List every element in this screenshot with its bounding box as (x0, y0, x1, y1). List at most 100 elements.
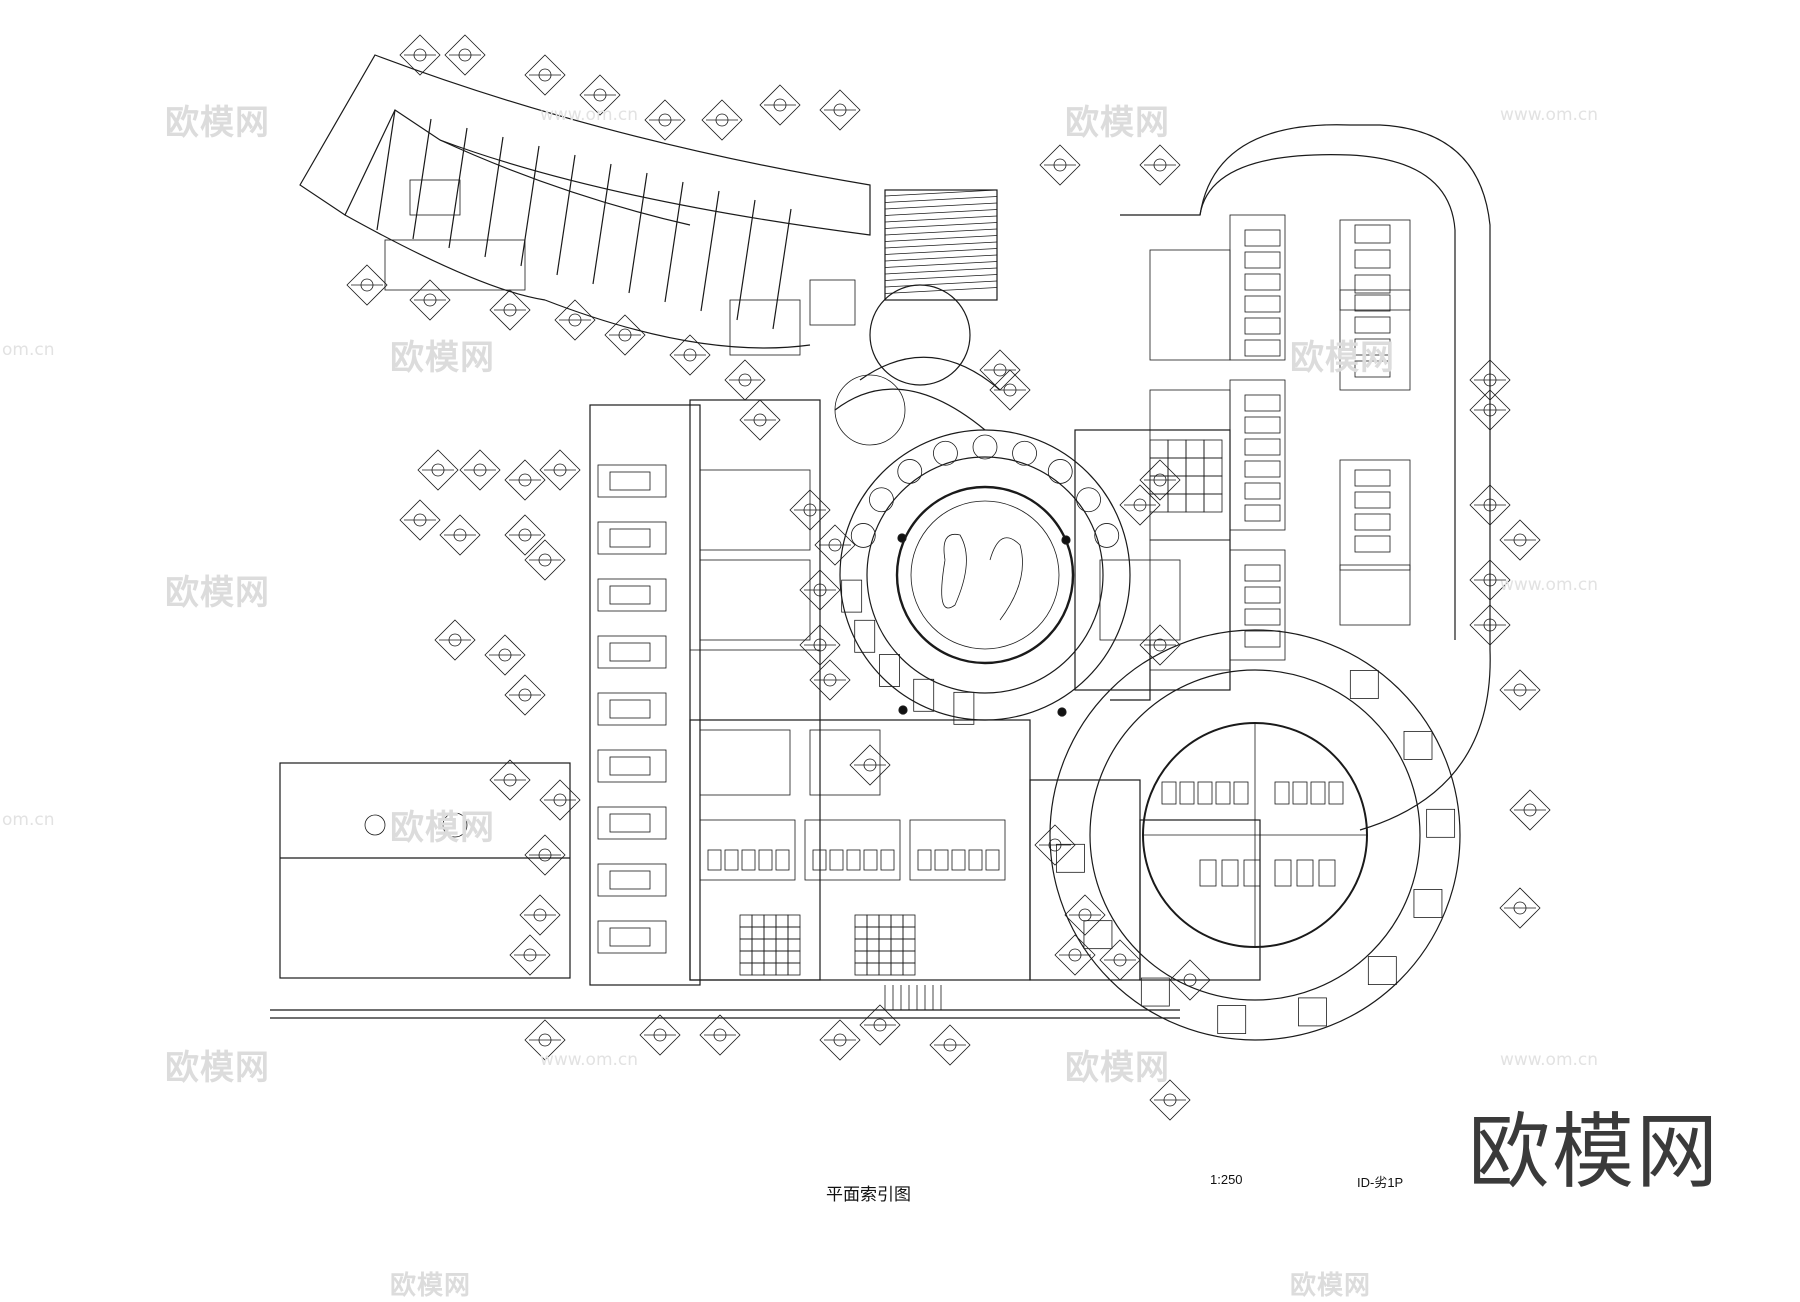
index-tag-diamond (799, 569, 841, 611)
index-tag-diamond (346, 264, 388, 306)
tub-room (597, 521, 667, 555)
watermark-url-5: www.om.cn (1500, 1050, 1599, 1070)
east-bed (1244, 630, 1281, 648)
tile-grid (878, 962, 892, 976)
watermark-url-1: www.om.cn (540, 105, 639, 125)
se-bed (1296, 859, 1314, 887)
index-tag-diamond (699, 1014, 741, 1056)
east-bed (1244, 438, 1281, 456)
index-tag-circle (498, 648, 512, 662)
index-tag-diamond (1469, 484, 1511, 526)
index-tag-circle (503, 773, 517, 787)
tub-room (597, 578, 667, 612)
massage-bed (934, 849, 949, 871)
index-tag-diamond (989, 369, 1031, 411)
index-tag-circle (448, 633, 462, 647)
room-left-c (689, 649, 821, 721)
tile-grid (751, 962, 765, 976)
index-tag-circle (1078, 908, 1092, 922)
watermark-brand-10: 欧模网 (1290, 1271, 1372, 1301)
tile-grid (751, 914, 765, 928)
room-top-wing-a (384, 239, 526, 291)
column-dot (1057, 707, 1067, 717)
index-tag-diamond (669, 334, 711, 376)
tile-grid (854, 950, 868, 964)
index-tag-circle (1153, 158, 1167, 172)
tile-grid (902, 938, 916, 952)
se-rotunda-outer (1049, 629, 1461, 1041)
massage-bed (707, 849, 722, 871)
index-tag-circle (833, 1033, 847, 1047)
index-tag-diamond (979, 349, 1021, 391)
hatched-roof-block (884, 189, 998, 301)
top-wing-partition (556, 154, 576, 276)
drawing-title: 平面索引图 (826, 1185, 911, 1205)
mid-east-tile (1185, 439, 1205, 459)
pool-logo-right (989, 537, 1023, 621)
east-room-a (1149, 249, 1231, 361)
east-room-e (1339, 219, 1411, 311)
index-tag-diamond (539, 779, 581, 821)
tile-grid (739, 938, 753, 952)
massage-bed (951, 849, 966, 871)
index-tag-circle (1483, 373, 1497, 387)
index-tag-circle (683, 348, 697, 362)
top-wing-partition (448, 127, 468, 249)
massage-bed (758, 849, 773, 871)
index-tag-diamond (724, 359, 766, 401)
index-tag-diamond (1139, 459, 1181, 501)
top-wing-partition (772, 208, 792, 330)
massage-bed (741, 849, 756, 871)
tile-grid (751, 950, 765, 964)
east-bed (1354, 338, 1391, 356)
index-tag-circle (453, 528, 467, 542)
index-tag-circle (1163, 1093, 1177, 1107)
watermark-brand-9: 欧模网 (390, 1271, 472, 1301)
roof-hatch-line (884, 254, 998, 262)
index-tag-diamond (524, 54, 566, 96)
index-tag-circle (828, 538, 842, 552)
east-bed (1354, 274, 1391, 294)
roof-hatch-line (884, 248, 998, 255)
rotunda-arch (1012, 440, 1037, 466)
index-tag-diamond (701, 99, 743, 141)
tile-grid (763, 962, 777, 976)
tile-grid (878, 938, 892, 952)
east-bed (1244, 394, 1281, 412)
index-tag-diamond (809, 659, 851, 701)
index-tag-diamond (1039, 144, 1081, 186)
east-bed (1354, 249, 1391, 269)
east-bed (1244, 251, 1281, 269)
roof-hatch-line (884, 189, 998, 197)
index-tag-diamond (859, 1004, 901, 1046)
massage-room (699, 819, 796, 881)
index-tag-diamond (1469, 359, 1511, 401)
se-bed (1274, 781, 1290, 805)
index-tag-diamond (1469, 389, 1511, 431)
index-tag-circle (593, 88, 607, 102)
tub (609, 870, 651, 890)
roof-hatch-line (884, 235, 998, 242)
index-tag-diamond (929, 1024, 971, 1066)
index-tag-circle (1053, 158, 1067, 172)
east-bed (1244, 317, 1281, 335)
tile-grid (866, 914, 880, 928)
index-tag-circle (813, 583, 827, 597)
index-tag-diamond (1499, 887, 1541, 929)
east-room-d (1229, 549, 1286, 661)
index-tag-circle (473, 463, 487, 477)
east-room-b (1229, 214, 1286, 361)
tile-grid (866, 962, 880, 976)
massage-bed (775, 849, 790, 871)
column-dot (897, 533, 907, 543)
index-tag-diamond (409, 279, 451, 321)
tile-grid (775, 962, 789, 976)
index-tag-circle (1513, 901, 1527, 915)
tile-grid (787, 950, 801, 964)
index-tag-diamond (489, 759, 531, 801)
watermark-url-3: www.om.cn (1500, 575, 1599, 595)
roof-hatch-line (884, 274, 998, 281)
tile-grid (787, 926, 801, 940)
index-tag-circle (360, 278, 374, 292)
